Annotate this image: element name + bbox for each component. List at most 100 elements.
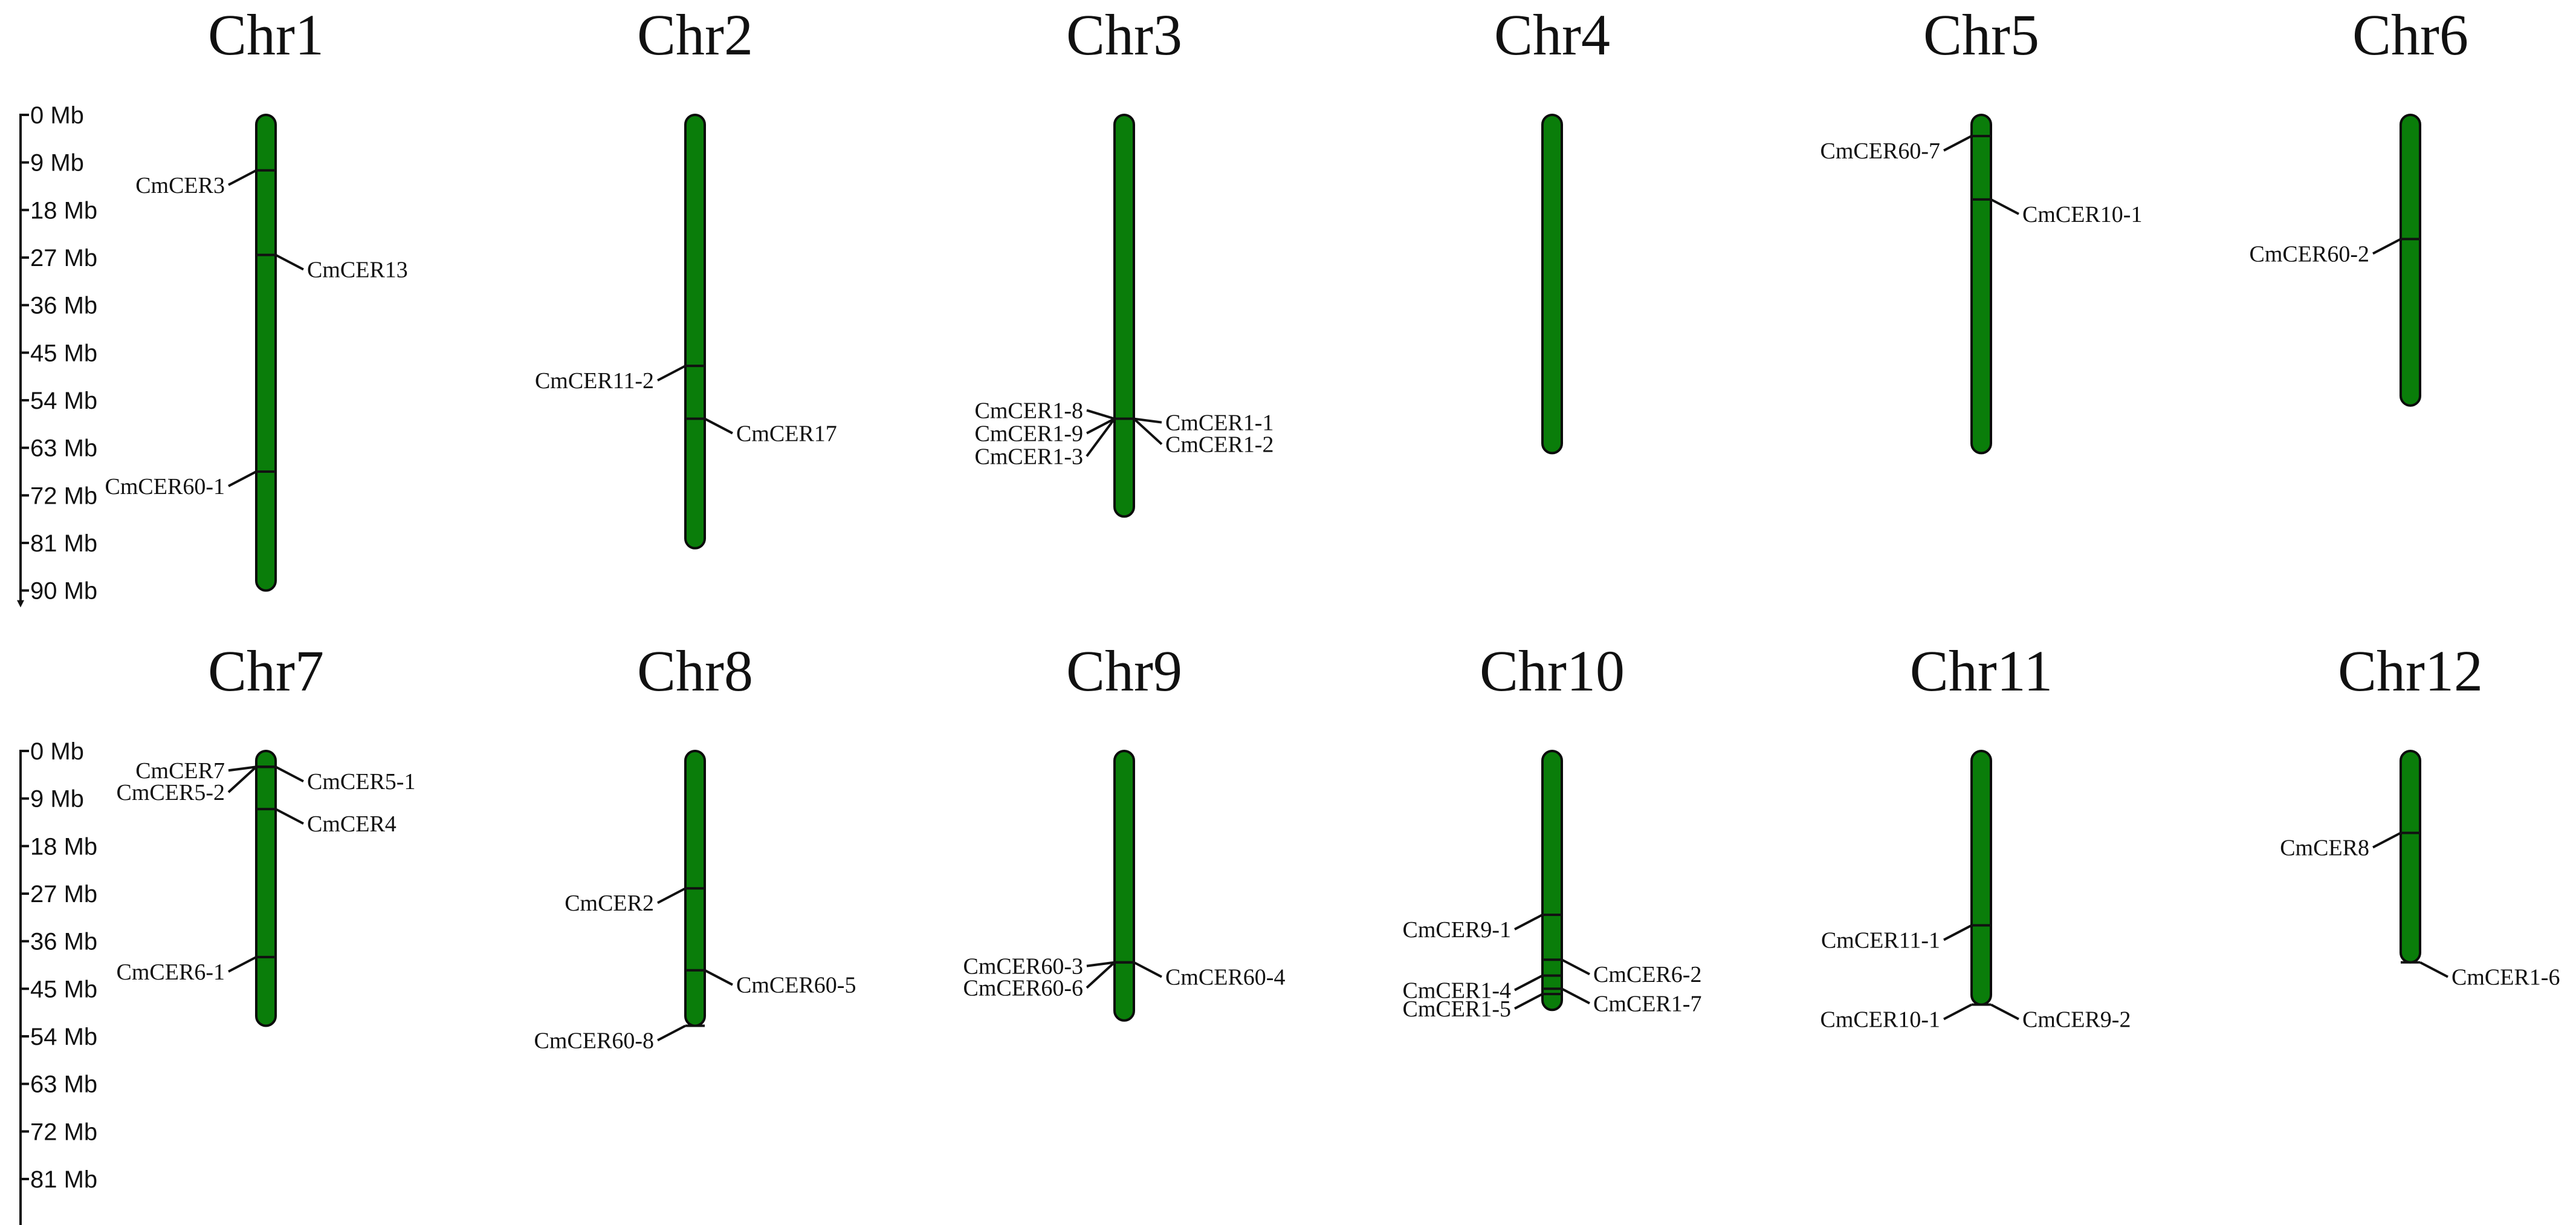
- chromosome-body: [1113, 750, 1135, 1022]
- gene-connector: [657, 887, 686, 905]
- gene-label: CmCER1-9: [975, 421, 1083, 447]
- gene-label: CmCER6-2: [1593, 962, 1701, 987]
- gene-label: CmCER11-1: [1821, 928, 1940, 953]
- scale-tick-label: 90 Mb: [30, 578, 97, 605]
- gene-marker: CmCER10-1: [1972, 198, 2142, 227]
- chromosome-title: Chr8: [637, 638, 753, 703]
- gene-connector: [1086, 961, 1115, 967]
- gene-label: CmCER10-1: [2022, 202, 2142, 227]
- gene-label: CmCER5-1: [307, 769, 415, 794]
- scale-tick-label: 45 Mb: [30, 976, 97, 1002]
- gene-connector: [1943, 924, 1972, 941]
- gene-marker: CmCER10-1: [1820, 1003, 1991, 1033]
- chromosome-title: Chr11: [1910, 638, 2053, 703]
- gene-label: CmCER60-7: [1820, 138, 1940, 164]
- chromosome-title: Chr12: [2338, 638, 2483, 703]
- gene-marker: CmCER60-4: [1115, 961, 1285, 990]
- scale-tick-label: 54 Mb: [30, 1024, 97, 1050]
- gene-connector: [1514, 993, 1543, 1010]
- gene-connector: [704, 417, 733, 435]
- gene-label: CmCER9-1: [1403, 917, 1511, 943]
- gene-connector: [228, 169, 257, 186]
- scale-tick-label: 36 Mb: [30, 293, 97, 319]
- gene-connector: [1561, 987, 1590, 1005]
- chromosome-title: Chr1: [208, 2, 324, 67]
- chromosome-title: Chr10: [1480, 638, 1625, 703]
- gene-marker: CmCER5-2: [117, 765, 276, 805]
- scale-tick-label: 81 Mb: [30, 530, 97, 557]
- scale-tick-label: 72 Mb: [30, 483, 97, 509]
- scale-tick-label: 9 Mb: [30, 150, 84, 177]
- scale-tick-label: 0 Mb: [30, 738, 84, 765]
- gene-marker: CmCER60-8: [534, 1024, 705, 1053]
- gene-marker: CmCER1-7: [1542, 987, 1701, 1016]
- gene-connector: [275, 808, 304, 825]
- chromosome-chr4: Chr4: [1494, 2, 1610, 455]
- gene-marker: CmCER9-2: [1972, 1003, 2131, 1033]
- gene-connector: [1086, 961, 1116, 989]
- gene-marker: CmCER60-6: [963, 961, 1134, 1001]
- gene-marker: CmCER1-5: [1403, 993, 1562, 1022]
- gene-connector: [1086, 409, 1115, 420]
- gene-marker: CmCER2: [565, 887, 705, 916]
- chromosome-body: [2400, 750, 2421, 964]
- gene-marker: CmCER1-6: [2401, 961, 2560, 990]
- scale-tick-label: 27 Mb: [30, 881, 97, 908]
- gene-connector: [1133, 418, 1163, 446]
- gene-label: CmCER1-3: [975, 444, 1083, 470]
- chromosome-title: Chr3: [1066, 2, 1182, 67]
- gene-connector: [228, 765, 257, 772]
- gene-connector: [1133, 961, 1162, 978]
- gene-label: CmCER10-1: [1820, 1007, 1940, 1033]
- gene-label: CmCER4: [307, 811, 396, 837]
- gene-connector: [704, 969, 733, 986]
- gene-connector: [2372, 238, 2401, 255]
- scale-tick-label: 18 Mb: [30, 197, 97, 224]
- gene-marker: CmCER1-2: [1115, 417, 1273, 458]
- gene-marker: CmCER60-2: [2250, 238, 2420, 267]
- gene-marker: CmCER1-9: [975, 417, 1134, 447]
- gene-connector: [657, 365, 686, 382]
- gene-label: CmCER9-2: [2022, 1007, 2131, 1033]
- chromosome-body: [1113, 114, 1135, 518]
- gene-connector: [2372, 831, 2401, 849]
- gene-label: CmCER17: [736, 421, 837, 447]
- chromosome-body: [255, 114, 277, 592]
- scale-tick-label: 9 Mb: [30, 786, 84, 813]
- gene-marker: CmCER11-2: [535, 365, 705, 394]
- gene-label: CmCER60-4: [1165, 965, 1285, 990]
- chromosome-title: Chr6: [2352, 2, 2468, 67]
- chromosome-body: [255, 750, 277, 1027]
- gene-label: CmCER1-2: [1165, 432, 1273, 458]
- gene-connector: [1086, 418, 1116, 457]
- gene-connector: [1990, 198, 2019, 215]
- gene-marker: CmCER17: [685, 417, 837, 447]
- chromosome-body: [684, 114, 706, 550]
- gene-marker: CmCER4: [256, 808, 396, 837]
- scale-tick-label: 0 Mb: [30, 102, 84, 129]
- gene-connector: [1943, 135, 1972, 152]
- gene-marker: CmCER6-1: [117, 955, 276, 985]
- gene-label: CmCER1-1: [1165, 411, 1273, 436]
- scale-arrow-icon: [17, 600, 24, 608]
- gene-connector: [1086, 417, 1115, 435]
- gene-connector: [2419, 961, 2448, 978]
- gene-label: CmCER7: [135, 758, 225, 784]
- gene-connector: [275, 765, 304, 782]
- gene-marker: CmCER11-1: [1821, 924, 1991, 953]
- gene-connector: [1514, 974, 1543, 992]
- gene-label: CmCER60-1: [105, 474, 225, 499]
- gene-label: CmCER1-4: [1403, 978, 1511, 1003]
- gene-marker: CmCER1-1: [1115, 411, 1273, 436]
- chromosome-title: Chr2: [637, 2, 753, 67]
- chromosome-body: [1970, 750, 1992, 1006]
- gene-marker: CmCER60-3: [963, 954, 1134, 980]
